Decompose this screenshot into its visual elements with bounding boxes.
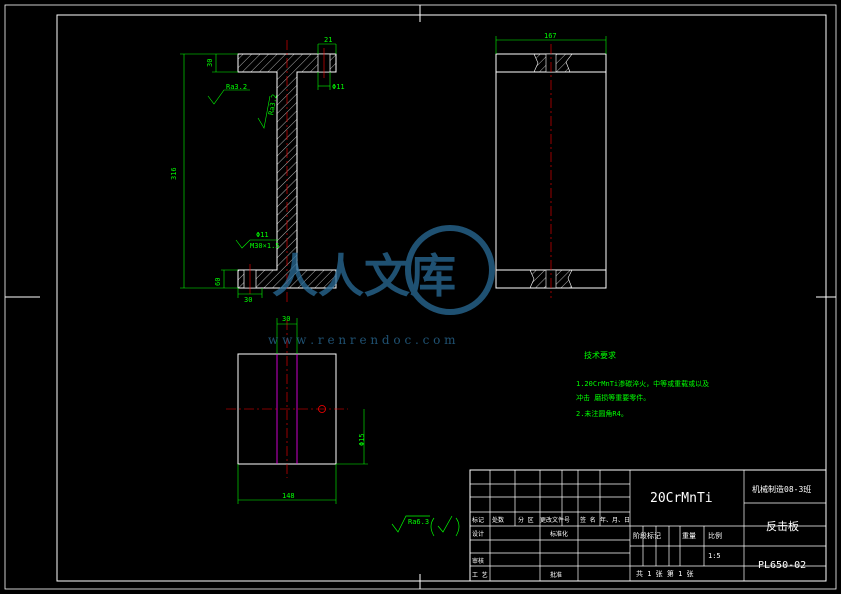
tech-req-line-1: 1.20CrMnTi渗碳淬火，中等或重载或以及 bbox=[576, 379, 709, 388]
drawing-number: PL650-02 bbox=[758, 560, 806, 571]
watermark: 人人文库 w w w . r e n r e n d o c . c o m bbox=[268, 225, 495, 347]
tech-req-line-3: 2.未注圆角R4。 bbox=[576, 409, 628, 418]
general-roughness-value: Ra6.3 bbox=[408, 518, 429, 526]
general-roughness: Ra6.3 bbox=[391, 515, 460, 537]
tech-req-line-2: 冲击 磨损等重要零件。 bbox=[576, 393, 650, 402]
front-view bbox=[237, 40, 337, 302]
title-block-texts: 20CrMnTi 机械制造08-3班 反击板 PL650-02 阶段标记 重量 … bbox=[472, 484, 811, 579]
side-view: 167 bbox=[495, 32, 607, 298]
roughness-web: Ra3.2 bbox=[267, 94, 279, 116]
row-approve: 批准 bbox=[550, 571, 562, 579]
roughness-bottom: M30×1.5 bbox=[250, 242, 280, 250]
dim-plan-width: 148 bbox=[282, 492, 295, 500]
dim-side-width: 167 bbox=[544, 32, 557, 40]
row-process: 工 艺 bbox=[472, 571, 488, 579]
header-change-doc: 更改文件号 bbox=[540, 516, 570, 524]
dim-bottom-width: 30 bbox=[244, 296, 252, 304]
header-date: 年、月、日 bbox=[600, 516, 630, 524]
dim-plan-height: Φ15 bbox=[358, 433, 366, 446]
tech-req-title: 技术要求 bbox=[584, 350, 616, 360]
header-zone: 分 区 bbox=[518, 516, 534, 524]
weight-label: 重量 bbox=[682, 532, 696, 540]
dim-top-thickness: 30 bbox=[206, 59, 214, 67]
row-review: 审核 bbox=[472, 557, 484, 565]
tech-requirements: 技术要求 1.20CrMnTi渗碳淬火，中等或重载或以及 冲击 磨损等重要零件。… bbox=[576, 350, 709, 418]
material-label: 20CrMnTi bbox=[650, 491, 713, 506]
school-label: 机械制造08-3班 bbox=[752, 484, 811, 494]
watermark-url: w w w . r e n r e n d o c . c o m bbox=[268, 333, 456, 347]
stage-label: 阶段标记 bbox=[633, 531, 661, 540]
watermark-logo-text: 人人文库 bbox=[272, 249, 456, 303]
row-design: 设计 bbox=[472, 530, 484, 538]
dim-slot-width: 30 bbox=[282, 315, 290, 323]
sheet-info: 共 1 张 第 1 张 bbox=[636, 569, 694, 578]
scale-label: 比例 bbox=[708, 531, 722, 540]
roughness-top: Ra3.2 bbox=[226, 83, 247, 91]
dim-hole-top: Φ11 bbox=[332, 83, 345, 91]
header-signature: 签 名 bbox=[580, 516, 596, 524]
front-view-dimensions bbox=[180, 43, 337, 298]
dim-hole-bottom: Φ11 bbox=[256, 231, 269, 239]
dim-height: 316 bbox=[170, 167, 178, 180]
scale-value: 1:5 bbox=[708, 552, 721, 560]
header-mark: 标记 bbox=[472, 516, 484, 524]
header-count: 处数 bbox=[492, 516, 504, 524]
title-block bbox=[469, 469, 827, 582]
drawing-border bbox=[4, 4, 837, 590]
dim-bottom-thickness: 60 bbox=[214, 278, 222, 286]
plan-view: 30 Φ15 148 bbox=[226, 315, 368, 504]
front-view-dim-texts: 30 21 Φ11 316 Φ11 60 30 Ra3.2 Ra3.2 M30×… bbox=[170, 36, 345, 304]
row-standard: 标准化 bbox=[550, 530, 568, 538]
part-name: 反击板 bbox=[766, 519, 799, 533]
dim-flange-right: 21 bbox=[324, 36, 332, 44]
